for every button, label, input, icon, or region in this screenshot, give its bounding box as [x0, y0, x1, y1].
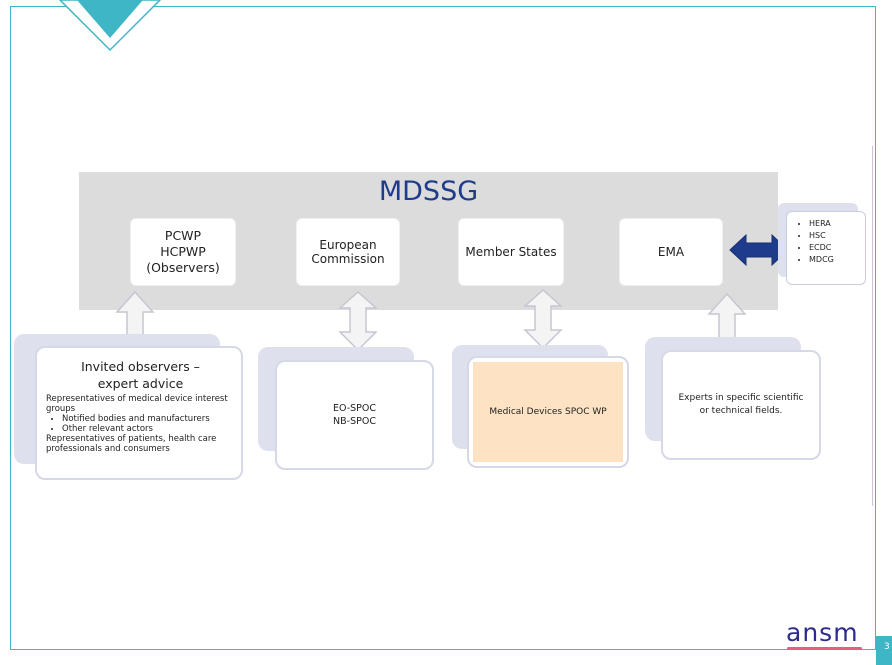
- side-list-item: HSC: [809, 230, 865, 242]
- ema-experts-label: Experts in specific scientific or techni…: [678, 393, 804, 416]
- member-label: EMA: [657, 245, 685, 259]
- side-list-item: ECDC: [809, 242, 865, 254]
- member-label: Member States: [465, 245, 557, 259]
- slide-frame: [10, 6, 876, 650]
- observers-intro: Representatives of medical device intere…: [46, 394, 228, 414]
- member-card-pcwp: PCWP HCPWP (Observers): [131, 219, 235, 285]
- bidirectional-arrow-icon: [523, 288, 563, 350]
- side-list-item: MDCG: [809, 254, 865, 266]
- observers-outro: Representatives of patients, health care…: [46, 434, 217, 454]
- observers-body: Representatives of medical device intere…: [46, 394, 235, 454]
- commission-line: NB-SPOC: [333, 416, 376, 427]
- member-states-box: Medical Devices SPOC WP: [467, 356, 629, 468]
- member-label: European Commission: [311, 238, 385, 266]
- page-number: 3: [884, 642, 890, 652]
- member-card-commission: European Commission: [297, 219, 399, 285]
- observers-heading-line: expert advice: [97, 376, 184, 391]
- member-states-label: Medical Devices SPOC WP: [489, 407, 607, 417]
- ema-experts-box: Experts in specific scientific or techni…: [661, 350, 821, 460]
- side-list-box: HERA HSC ECDC MDCG: [786, 211, 866, 285]
- observers-bullet: Notified bodies and manufacturers: [62, 414, 235, 424]
- commission-box: EO-SPOC NB-SPOC: [275, 360, 434, 470]
- member-card-member-states: Member States: [459, 219, 563, 285]
- observers-heading: Invited observers – expert advice: [46, 358, 235, 392]
- observers-heading-line: Invited observers –: [81, 359, 200, 374]
- member-states-highlight: Medical Devices SPOC WP: [473, 362, 623, 462]
- observers-box: Invited observers – expert advice Repres…: [35, 346, 243, 480]
- logo-underline: [787, 647, 862, 650]
- commission-line: EO-SPOC: [332, 403, 377, 414]
- observers-bullet: Other relevant actors: [62, 424, 235, 434]
- divider-line: [872, 146, 873, 506]
- diagram-title: MDSSG: [378, 176, 479, 207]
- bidirectional-arrow-icon: [338, 290, 378, 352]
- ansm-logo: ansm: [786, 618, 859, 647]
- chevron-decoration-icon: [58, 0, 162, 52]
- member-label: PCWP HCPWP (Observers): [146, 228, 220, 275]
- side-list-item: HERA: [809, 218, 865, 230]
- member-card-ema: EMA: [620, 219, 722, 285]
- page-corner: [876, 636, 892, 665]
